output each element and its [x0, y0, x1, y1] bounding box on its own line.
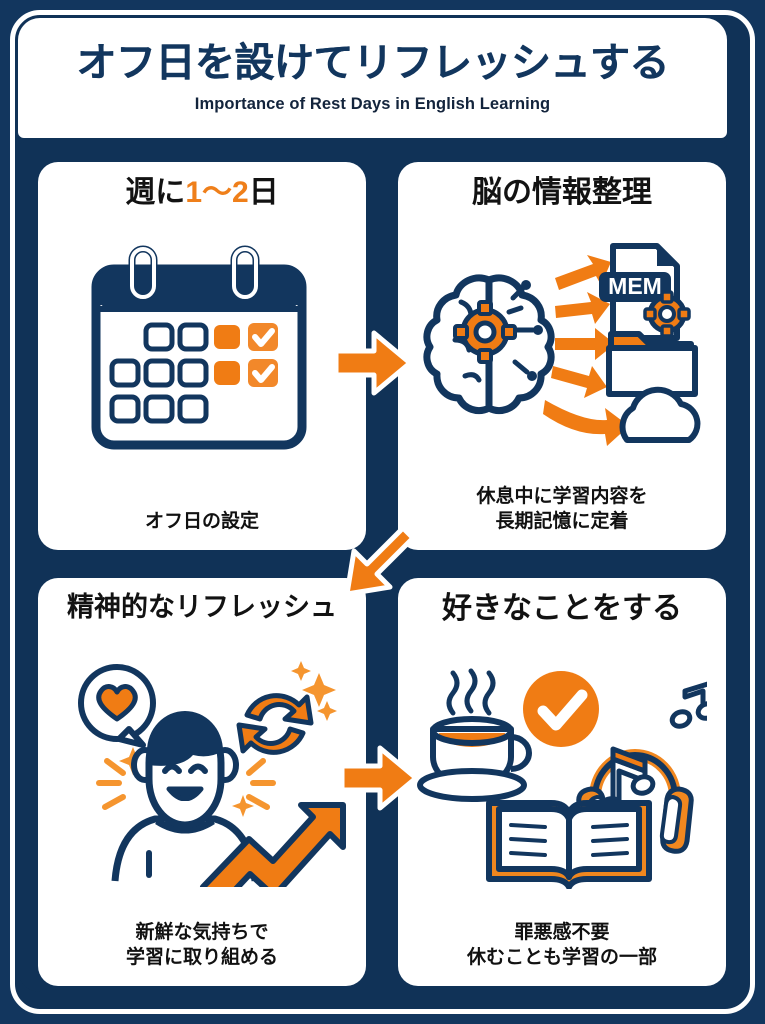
folder-icon [606, 330, 698, 397]
arrow-down-left-icon [344, 525, 416, 597]
card-brain-organizes-info[interactable]: 脳の情報整理 [398, 162, 726, 550]
card-title-rest-days: 週に1〜2日 [125, 176, 278, 211]
card-caption-do-what-you-like: 罪悪感不要 休むことも学習の一部 [466, 921, 657, 968]
leisure-icon [417, 668, 707, 890]
header-panel: オフ日を設けてリフレッシュする Importance of Rest Days … [18, 18, 727, 138]
mem-file-icon: MEM [599, 242, 691, 341]
calendar-art [48, 211, 356, 509]
card-caption-mental-refresh: 新鮮な気持ちで 学習に取り組める [125, 921, 278, 968]
calendar-icon [91, 245, 307, 450]
open-book-icon [486, 800, 652, 890]
connector-arrow-1 [332, 327, 414, 404]
page-subtitle: Importance of Rest Days in English Learn… [194, 94, 551, 113]
gear-icon [453, 299, 517, 364]
page-title: オフ日を設けてリフレッシュする [76, 41, 669, 86]
person-icon [111, 711, 259, 882]
arrow-group [543, 254, 629, 446]
ray-right-icon [246, 758, 276, 811]
arrow-right-icon-2 [339, 745, 419, 811]
connector-arrow-3 [338, 742, 420, 819]
happy-person-icon [78, 661, 346, 888]
happy-person-art [48, 623, 356, 920]
arrow-right-icon [333, 330, 413, 396]
coffee-cup-icon [417, 716, 532, 803]
check-circle-icon [523, 671, 599, 748]
heart-bubble-icon [78, 664, 156, 749]
card-title-post: 日 [248, 176, 279, 209]
card-caption-rest-days: オフ日の設定 [144, 510, 259, 532]
brain-memory-art: MEM [408, 211, 716, 484]
mem-file-label: MEM [608, 273, 662, 299]
card-title-highlight: 1〜2 [185, 176, 249, 209]
card-do-what-you-like[interactable]: 好きなことをする [398, 578, 726, 986]
connector-arrow-2 [337, 522, 416, 605]
card-title-pre: 週に [125, 176, 186, 209]
card-caption-brain: 休息中に学習内容を 長期記憶に定着 [476, 485, 648, 532]
card-title-brain: 脳の情報整理 [472, 176, 652, 209]
brain-memory-icon: MEM [423, 242, 701, 446]
steam-icon [446, 668, 496, 716]
card-title-do-what-you-like: 好きなことをする [442, 592, 682, 625]
card-title-mental-refresh: 精神的なリフレッシュ [67, 592, 337, 622]
brain-icon [423, 274, 555, 414]
card-rest-days-per-week[interactable]: 週に1〜2日 [38, 162, 366, 550]
refresh-cycle-icon [236, 693, 314, 756]
gear-icon-file [643, 289, 691, 338]
ray-left-icon [96, 758, 126, 811]
card-mental-refresh[interactable]: 精神的なリフレッシュ [38, 578, 366, 986]
cloud-icon [619, 386, 701, 443]
music-note-icon [669, 681, 707, 729]
leisure-art [408, 627, 716, 920]
growth-arrow-icon [200, 802, 346, 888]
